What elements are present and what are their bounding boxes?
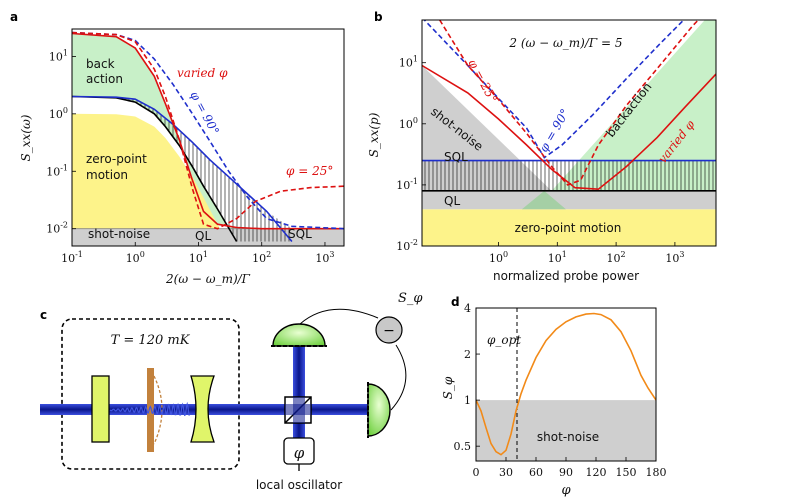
flat-mirror xyxy=(91,375,110,443)
region-grey-band-b xyxy=(422,190,716,210)
y-tick-label-d: 2 xyxy=(464,348,471,361)
region-hatched-b xyxy=(422,160,716,191)
detector-right xyxy=(367,383,391,437)
local-oscillator-label: local oscillator xyxy=(256,478,342,492)
label-phi25-a: φ = 25° xyxy=(286,164,333,178)
series-a--25- xyxy=(72,31,344,230)
y-tick-label-b: 10-2 xyxy=(396,238,418,253)
panel-a: a 10-1 100 101 102 103 10-2 10-1 100 101 back ac… xyxy=(10,10,345,286)
x-tick-label-d: 0 xyxy=(473,466,480,479)
label-zpm-1-a: zero-point xyxy=(86,152,147,166)
x-tick-label-b: 103 xyxy=(665,250,684,265)
panel-c: c T = 120 mK − S_φ xyxy=(40,291,423,492)
x-axis-label-b: normalized probe power xyxy=(493,269,639,283)
wire-top xyxy=(299,308,379,325)
y-tick-label-a: 10-1 xyxy=(46,163,68,178)
label-shot-noise-d: shot-noise xyxy=(537,430,599,444)
detector-top xyxy=(272,323,326,347)
y-tick-label-b: 101 xyxy=(399,55,418,70)
axes-frame-a xyxy=(71,28,345,247)
series-d-s-phi xyxy=(476,312,656,456)
label-zpm-b: zero-point motion xyxy=(515,221,622,235)
y-tick-label-b: 10-1 xyxy=(396,177,418,192)
vertical-beam xyxy=(293,346,305,438)
x-tick-label-a: 103 xyxy=(315,250,334,265)
series-a-ql xyxy=(72,95,238,242)
label-phi90-b: φ = 90° xyxy=(536,106,572,154)
region-back-action xyxy=(72,33,344,242)
panel-label-b: b xyxy=(374,10,383,24)
y-tick-label-d: 4 xyxy=(464,302,471,315)
minus-icon: − xyxy=(383,323,395,339)
x-tick-label-b: 102 xyxy=(607,250,626,265)
x-tick-label-b: 101 xyxy=(548,250,567,265)
label-varied-phi-a: varied φ xyxy=(177,66,228,80)
beam-splitter-horizontal-beam xyxy=(285,404,311,415)
y-tick-label-a: 100 xyxy=(49,106,68,121)
phase-shifter-label: φ xyxy=(294,444,305,462)
subtractor-icon xyxy=(375,316,403,344)
label-ql-a: QL xyxy=(195,229,211,243)
label-sql-b: SQL xyxy=(444,150,468,164)
label-phi-opt: φ_opt xyxy=(487,333,521,347)
x-tick-label-d: 150 xyxy=(616,466,637,479)
series-b-varied- xyxy=(422,64,716,191)
region-backaction-b xyxy=(551,20,716,191)
label-zpm-2-a: motion xyxy=(86,168,128,182)
detector-signal-label: S_φ xyxy=(398,291,423,306)
x-axis-label-d: φ xyxy=(561,483,571,498)
panel-label-a: a xyxy=(10,10,18,24)
membrane-displaced xyxy=(153,375,163,445)
label-back-action-1: back xyxy=(86,57,115,71)
panel-d: d 0 30 60 90 120 150 180 0.5 1 2 4 φ_opt shot-nois… xyxy=(441,295,667,498)
y-tick-label-b: 100 xyxy=(399,116,418,131)
region-triangle-b xyxy=(521,190,566,210)
y-tick-label-d: 0.5 xyxy=(454,440,472,453)
panel-label-c: c xyxy=(40,308,47,322)
x-tick-label-a: 10-1 xyxy=(61,250,83,265)
temperature-label: T = 120 mK xyxy=(111,333,191,348)
label-phi25-b: φ = 25° xyxy=(465,57,500,105)
axes-frame-b xyxy=(421,19,717,247)
cryostat-box xyxy=(61,318,240,470)
x-tick-label-a: 100 xyxy=(126,250,145,265)
y-tick-label-a: 101 xyxy=(49,48,68,63)
y-axis-label-d: S_φ xyxy=(441,376,455,399)
panel-b: b 100 101 102 103 10-2 10-1 100 101 2 (ω − ω_m)… xyxy=(367,10,717,283)
y-axis-label-a: S_xx(ω) xyxy=(19,114,33,161)
region-shot-noise-b xyxy=(422,65,552,191)
panel-label-d: d xyxy=(451,295,460,309)
series-a-varied- xyxy=(72,32,344,230)
label-shot-noise-a: shot-noise xyxy=(88,227,150,241)
y-tick-label-a: 10-2 xyxy=(46,221,68,236)
membrane xyxy=(147,368,154,452)
label-ql-b: QL xyxy=(444,194,460,208)
x-axis-label-a: 2(ω − ω_m)/Γ xyxy=(165,272,251,286)
x-tick-label-d: 120 xyxy=(586,466,607,479)
label-back-action-2: action xyxy=(86,72,123,86)
x-tick-label-d: 60 xyxy=(529,466,543,479)
x-tick-label-a: 101 xyxy=(189,250,208,265)
x-tick-label-d: 30 xyxy=(499,466,513,479)
title-b: 2 (ω − ω_m)/Γ = 5 xyxy=(508,36,622,50)
series-a-sql xyxy=(72,95,293,243)
y-axis-label-b: S_xx(p) xyxy=(367,112,381,157)
y-tick-label-d: 1 xyxy=(464,394,471,407)
curved-mirror xyxy=(190,375,215,443)
label-sql-a: SQL xyxy=(288,227,312,241)
x-tick-label-d: 180 xyxy=(646,466,667,479)
x-tick-label-b: 100 xyxy=(489,250,508,265)
wire-right xyxy=(390,344,407,411)
region-zero-point-motion-b xyxy=(422,209,716,246)
x-tick-label-a: 102 xyxy=(252,250,271,265)
series-a--90- xyxy=(72,31,344,230)
x-tick-label-d: 90 xyxy=(559,466,573,479)
region-hatched-between-ql-sql xyxy=(72,96,292,242)
region-zero-point-motion xyxy=(72,113,221,229)
cavity-field-wave xyxy=(109,401,190,417)
series-b--25- xyxy=(439,20,700,186)
